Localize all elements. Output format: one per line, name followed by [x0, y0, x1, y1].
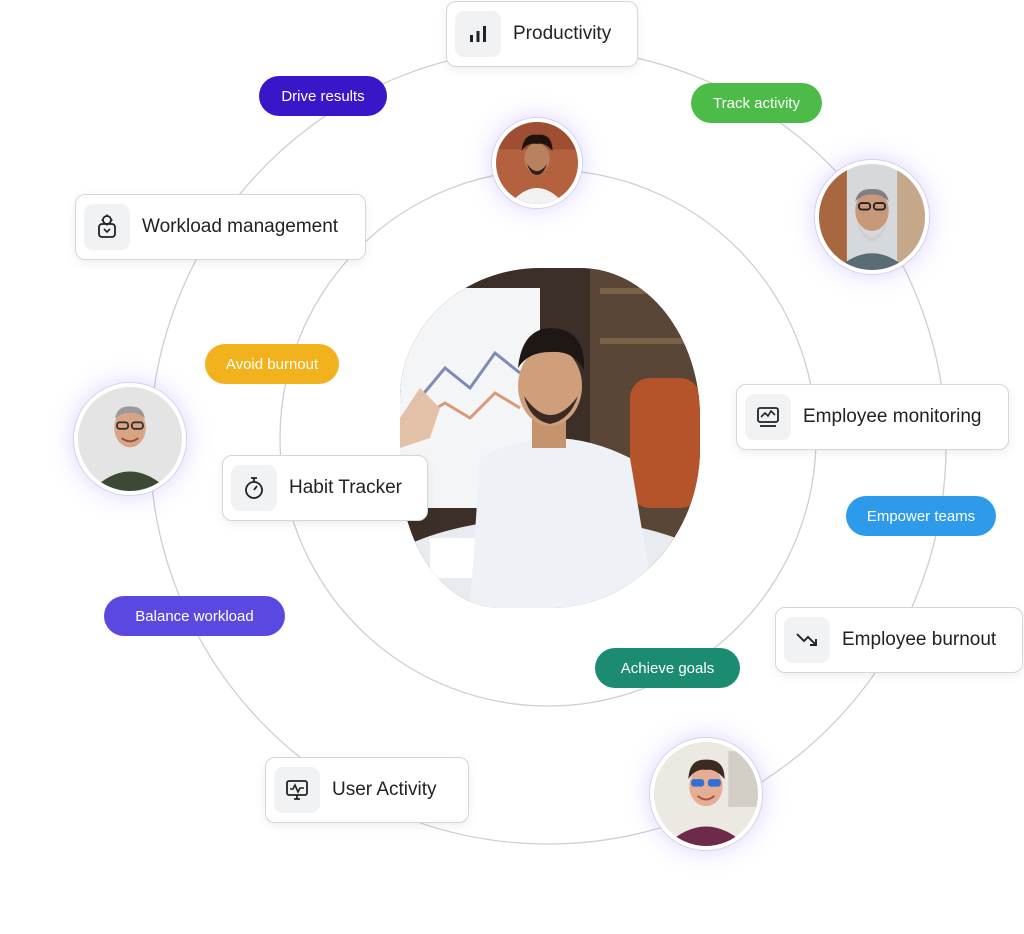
- employee-burnout-card[interactable]: Employee burnout: [775, 607, 1023, 673]
- avatar-bearded-man: [815, 160, 929, 274]
- activity-screen-icon: [274, 767, 320, 813]
- trend-down-icon: [784, 617, 830, 663]
- drive-results-tag: Drive results: [259, 76, 387, 116]
- productivity-label: Productivity: [513, 23, 612, 44]
- habit-tracker-label: Habit Tracker: [289, 477, 402, 498]
- avoid-burnout-tag: Avoid burnout: [205, 344, 339, 384]
- empower-teams-tag: Empower teams: [846, 496, 996, 536]
- workload-management-card[interactable]: Workload management: [75, 194, 366, 260]
- hero-photo-man-at-desk: [400, 268, 700, 608]
- employee-monitoring-card[interactable]: Employee monitoring: [736, 384, 1009, 450]
- monitor-chart-icon: [745, 394, 791, 440]
- achieve-goals-tag: Achieve goals: [595, 648, 740, 688]
- employee-burnout-label: Employee burnout: [842, 629, 997, 650]
- user-activity-label: User Activity: [332, 779, 437, 800]
- avatar-older-man-glasses: [74, 383, 186, 495]
- balance-workload-tag: Balance workload: [104, 596, 285, 636]
- track-activity-tag: Track activity: [691, 83, 822, 123]
- bar-chart-icon: [455, 11, 501, 57]
- avatar-man-blue-glasses: [650, 738, 762, 850]
- productivity-card[interactable]: Productivity: [446, 1, 638, 67]
- user-activity-card[interactable]: User Activity: [265, 757, 469, 823]
- stopwatch-icon: [231, 465, 277, 511]
- gear-clipboard-icon: [84, 204, 130, 250]
- employee-monitoring-label: Employee monitoring: [803, 406, 982, 427]
- habit-tracker-card[interactable]: Habit Tracker: [222, 455, 428, 521]
- workload-management-label: Workload management: [142, 216, 339, 237]
- avatar-laughing-man: [492, 118, 582, 208]
